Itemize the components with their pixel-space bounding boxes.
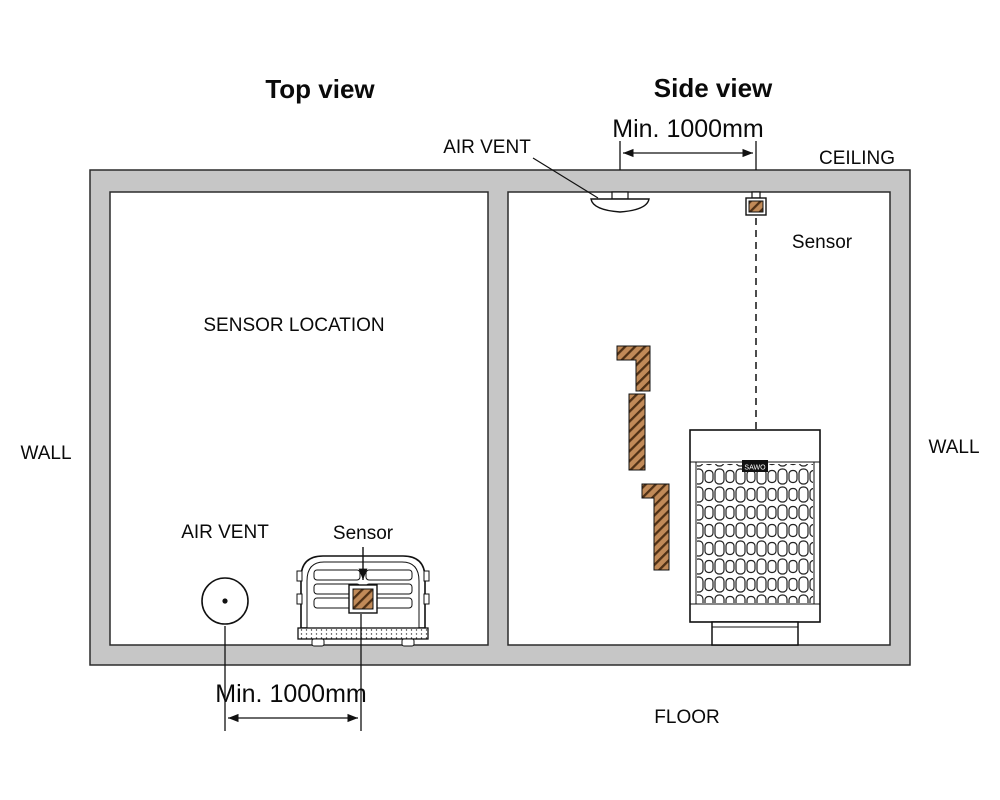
- dimension-side-view: [619, 141, 757, 170]
- min-distance-top-label: Min. 1000mm: [215, 680, 367, 708]
- sensor-top-label: Sensor: [332, 523, 394, 544]
- air-vent-top-icon: [201, 577, 249, 625]
- heater-brand-plate: [742, 460, 768, 472]
- heater-stones: [697, 464, 813, 603]
- sensor-top-icon: [348, 547, 378, 614]
- heater-brand-text: SAWO: [744, 465, 766, 472]
- side-view-title: Side view: [653, 73, 773, 103]
- sensor-side-label: Sensor: [791, 232, 853, 253]
- room-walls: [89, 169, 911, 666]
- air-vent-side-label: AIR VENT: [443, 137, 531, 158]
- heat-wave-icons: [616, 345, 670, 571]
- heater-base: [711, 621, 799, 646]
- wall-left-label: WALL: [20, 443, 72, 464]
- wall-right-label: WALL: [928, 437, 980, 458]
- min-distance-side-label: Min. 1000mm: [612, 115, 764, 143]
- dimension-top-view: [224, 614, 362, 731]
- heater-side-view: SAWO: [689, 429, 821, 646]
- ceiling-label: CEILING: [818, 148, 896, 169]
- air-vent-side-icon: [532, 157, 650, 213]
- top-view-title: Top view: [265, 74, 375, 104]
- floor-label: FLOOR: [654, 707, 720, 728]
- air-vent-top-label: AIR VENT: [181, 522, 269, 543]
- sensor-location-label: SENSOR LOCATION: [203, 315, 385, 336]
- air-vent-leader-line: [532, 157, 599, 199]
- sensor-side-icon: [745, 191, 767, 429]
